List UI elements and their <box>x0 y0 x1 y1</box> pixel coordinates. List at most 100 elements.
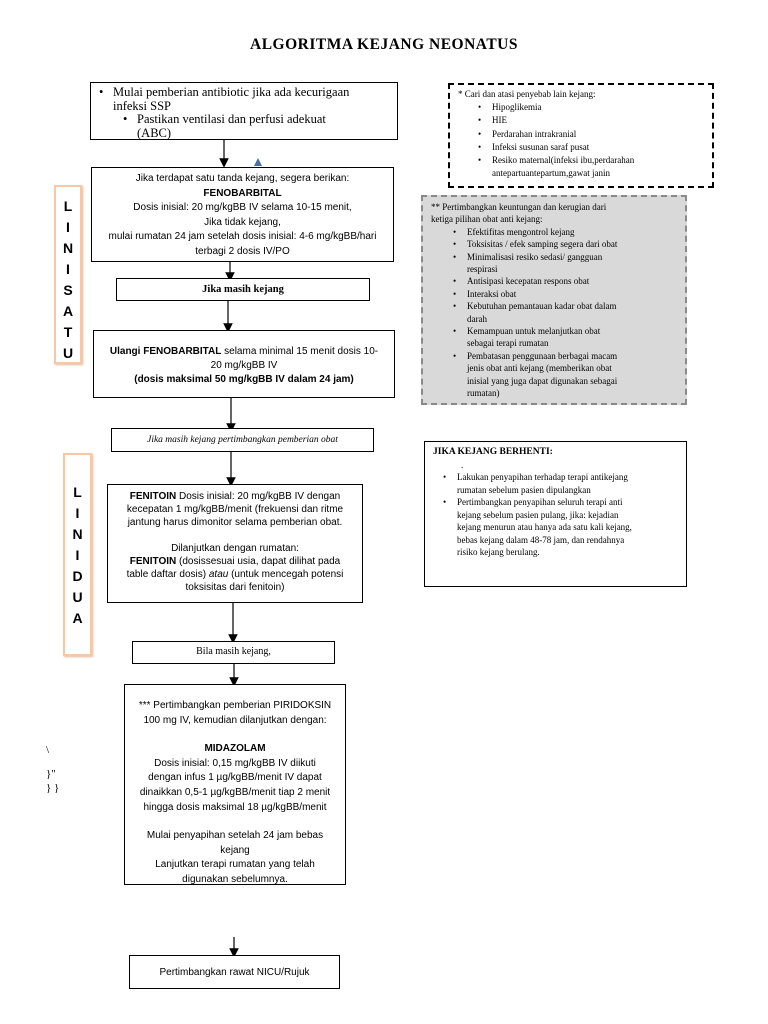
fenitoin-label-2: FENITOIN <box>129 556 177 567</box>
consideration-item: Efektifitas mengontrol kejang <box>453 226 679 239</box>
lini-dua-letter: A <box>72 610 83 626</box>
fenobarbital-label: FENOBARBITAL <box>203 187 282 199</box>
seizure-stopped-text: bebas kejang dalam 48-78 jam, dan rendah… <box>457 534 625 545</box>
considerations-header-line1: ** Pertimbangkan keuntungan dan kerugian… <box>431 202 607 212</box>
small-triangle-icon <box>254 158 262 166</box>
initial-step-item-antibiotic: Mulai pemberian antibiotic jika ada kecu… <box>99 85 391 113</box>
consideration-item: Antisipasi kecepatan respons obat <box>453 275 679 288</box>
lini-satu-letter: T <box>63 324 73 340</box>
seizure-stopped-header: JIKA KEJANG BERHENTI: <box>433 447 553 457</box>
cause-item: Infeksi susunan saraf pusat <box>478 141 706 154</box>
fenitoin-line3: jantung harus dimonitor selama pemberian… <box>127 517 343 528</box>
consideration-text: Minimalisasi resiko sedasi/ gangguan <box>467 251 603 262</box>
cause-item: Resiko maternal(infeksi ibu,perdarahan an… <box>478 154 706 180</box>
lini-satu-label: L I N I S A T U <box>54 185 82 364</box>
fenitoin-line6a: table daftar dosis) <box>126 569 209 580</box>
lini-satu-letter: I <box>66 219 70 235</box>
seizure-stopped-text: kejang menurun atau hanya ada satu kali … <box>457 522 632 532</box>
consideration-text: darah <box>467 313 487 324</box>
fenitoin-line5: (dosissesuai usia, dapat dilihat pada <box>176 556 341 567</box>
initial-step-line4: (ABC) <box>137 125 172 140</box>
still-seizing-text-2: Bila masih kejang, <box>196 646 271 657</box>
considerations-header-line2: ketiga pilihan obat anti kejang: <box>431 214 543 225</box>
consideration-item: Toksisitas / efek samping segera dari ob… <box>453 238 679 251</box>
lini-satu-letter: U <box>62 345 74 361</box>
consideration-item: Interaksi obat <box>453 288 679 301</box>
midazolam-line7: Mulai penyapihan setelah 24 jam bebas <box>146 830 324 842</box>
fenobarbital-initial-box: Jika terdapat satu tanda kejang, segera … <box>91 167 394 262</box>
consideration-text: Interaksi obat <box>467 288 517 299</box>
fenobarbital-repeat-rest1: selama minimal 15 menit dosis 10- <box>221 346 379 357</box>
consider-drug-box: Jika masih kejang pertimbangkan pemberia… <box>111 428 374 452</box>
initial-step-box: Mulai pemberian antibiotic jika ada kecu… <box>90 82 398 140</box>
fenitoin-box: FENITOIN Dosis inisial: 20 mg/kgBB IV de… <box>107 484 363 603</box>
cause-item: HIE <box>478 114 706 127</box>
lini-satu-letter: S <box>63 282 73 298</box>
cause-text: Perdarahan intrakranial <box>492 128 577 139</box>
still-seizing-box-1: Jika masih kejang <box>116 278 370 301</box>
fenobarbital-dose-line4: terbagi 2 dosis IV/PO <box>195 245 290 257</box>
cause-item: Perdarahan intrakranial <box>478 128 706 141</box>
fenitoin-line7: toksisitas dari fenitoin) <box>185 582 285 593</box>
seizure-stopped-dot: . <box>461 459 464 470</box>
cause-text: HIE <box>492 115 507 126</box>
page-title: ALGORITMA KEJANG NEONATUS <box>250 36 518 53</box>
initial-step-line1: Mulai pemberian antibiotic jika ada kecu… <box>113 85 350 99</box>
midazolam-box: *** Pertimbangkan pemberian PIRIDOKSIN 1… <box>124 684 346 885</box>
midazolam-line9: Lanjutkan terapi rumatan yang telah <box>155 859 315 871</box>
consideration-text: respirasi <box>467 264 498 275</box>
lini-dua-letter: I <box>75 505 80 521</box>
stray-mark-2: }" <box>46 768 56 780</box>
fenitoin-line2: kecepatan 1 mg/kgBB/menit (frekuensi dan… <box>126 504 344 515</box>
initial-step-line2: infeksi SSP <box>113 98 172 113</box>
seizure-stopped-text: risiko kejang berulang. <box>457 547 540 557</box>
midazolam-line4: dengan infus 1 µg/kgBB/menit IV dapat <box>148 772 322 784</box>
lini-dua-letter: U <box>72 589 83 605</box>
piridoksin-line1: *** Pertimbangkan pemberian PIRIDOKSIN <box>138 700 332 711</box>
fenobarbital-dose-line2: Jika tidak kejang, <box>204 216 281 228</box>
consideration-text: Toksisitas / efek samping segera dari ob… <box>467 239 618 250</box>
stray-mark-1: \ <box>46 744 50 756</box>
consideration-item: Minimalisasi resiko sedasi/ gangguan resp… <box>453 251 679 276</box>
midazolam-line3: Dosis inisial: 0,15 mg/kgBB IV diikuti <box>154 757 316 769</box>
cause-text: Resiko maternal(infeksi ibu,perdarahan <box>492 155 635 166</box>
fenitoin-line6c: (untuk mencegah potensi <box>228 569 344 580</box>
lini-dua-letter: D <box>72 568 83 584</box>
fenobarbital-dose-line1: Dosis inisial: 20 mg/kgBB IV selama 10-1… <box>133 202 352 213</box>
fenobarbital-repeat-box: Ulangi FENOBARBITAL selama minimal 15 me… <box>93 330 395 398</box>
stray-mark-3: } } <box>46 782 60 794</box>
consideration-item: Kemampuan untuk melanjutkan obatsebagai … <box>453 325 679 350</box>
cause-item: Hipoglikemia <box>478 101 706 114</box>
fenobarbital-repeat-label: Ulangi FENOBARBITAL <box>109 346 222 357</box>
fenobarbital-repeat-max: (dosis maksimal 50 mg/kgBB IV dalam 24 j… <box>134 374 354 385</box>
cause-text: antepartuantepartum,gawat janin <box>492 168 610 179</box>
consideration-text: Antisipasi kecepatan respons obat <box>467 276 590 287</box>
seizure-stopped-text: rumatan sebelum pasien dipulangkan <box>457 484 591 495</box>
midazolam-label: MIDAZOLAM <box>204 743 266 755</box>
midazolam-line5: dinaikkan 0,5-1 µg/kgBB/menit tiap 2 men… <box>139 786 331 798</box>
consideration-text: Pembatasan penggunaan berbagai macam <box>467 350 618 361</box>
fenitoin-label-1: FENITOIN <box>129 491 177 502</box>
fenitoin-line1: Dosis inisial: 20 mg/kgBB IV dengan <box>176 491 341 502</box>
consideration-text: Efektifitas mengontrol kejang <box>467 226 575 237</box>
nicu-referral-box: Pertimbangkan rawat NICU/Rujuk <box>129 955 340 989</box>
fenitoin-line4: Dilanjutkan dengan rumatan: <box>171 543 299 554</box>
nicu-referral-text: Pertimbangkan rawat NICU/Rujuk <box>159 967 310 978</box>
initial-step-item-abc: Pastikan ventilasi dan perfusi adekuat (… <box>123 112 391 140</box>
seizure-stopped-text: Lakukan penyapihan terhadap terapi antik… <box>457 472 628 482</box>
consideration-text: Kebutuhan pemantauan kadar obat dalam <box>467 301 617 312</box>
lini-dua-letter: L <box>73 484 82 500</box>
midazolam-line8: kejang <box>220 844 250 856</box>
midazolam-line10: digunakan sebelumnya. <box>182 873 288 885</box>
still-seizing-text-1: Jika masih kejang <box>202 284 284 295</box>
lini-satu-letter: A <box>62 303 74 319</box>
still-seizing-box-2: Bila masih kejang, <box>132 641 335 664</box>
consider-drug-text: Jika masih kejang pertimbangkan pemberia… <box>147 435 338 445</box>
fenobarbital-intro: Jika terdapat satu tanda kejang, segera … <box>135 173 350 184</box>
other-causes-box: * Cari dan atasi penyebab lain kejang: H… <box>448 83 714 188</box>
consideration-text: rumatan) <box>467 388 500 399</box>
fenitoin-line6b: atau <box>208 569 229 580</box>
seizure-stopped-item-2: Pertimbangkan penyapihan seluruh terapi … <box>443 496 680 559</box>
cause-text: Hipoglikemia <box>492 102 542 113</box>
cause-text: Infeksi susunan saraf pusat <box>492 141 590 152</box>
